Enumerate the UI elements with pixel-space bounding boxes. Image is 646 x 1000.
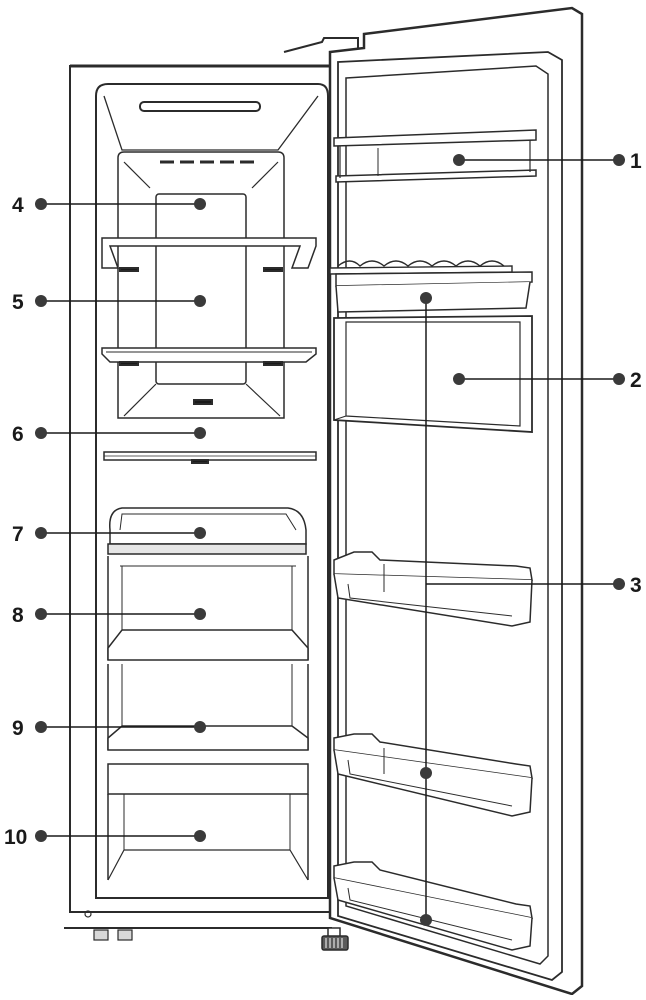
callout-7-label-dot (35, 527, 47, 539)
callout-3-target-dot-bottom (420, 914, 432, 926)
callout-9-label: 9 (12, 717, 24, 740)
freezer-drawer-10 (107, 763, 309, 881)
cabinet-liner (95, 83, 329, 899)
callout-3-target-dot-mid (420, 767, 432, 779)
door-bin-a (333, 551, 533, 627)
callout-leaders: 1 2 3 4 (4, 150, 642, 926)
callout-3: 3 (420, 292, 642, 926)
top-light (139, 101, 261, 112)
callout-7-target-dot (194, 527, 206, 539)
callout-4-target-dot (194, 198, 206, 210)
callout-5-target-dot (194, 295, 206, 307)
freezer-shelf-2 (101, 347, 317, 366)
callout-2: 2 (453, 369, 642, 392)
callout-6: 6 (12, 423, 206, 446)
callout-10-target-dot (194, 830, 206, 842)
callout-2-label: 2 (630, 369, 642, 392)
foot-right (117, 929, 133, 941)
callout-5: 5 (12, 291, 206, 314)
callout-9-target-dot (194, 721, 206, 733)
callout-4-label: 4 (12, 194, 24, 217)
callout-3-label: 3 (630, 574, 642, 597)
callout-9: 9 (12, 717, 206, 740)
callout-6-label-dot (35, 427, 47, 439)
cabinet (64, 64, 333, 941)
door-hinge (283, 37, 359, 53)
callout-7: 7 (12, 523, 206, 546)
freezer-shelf-1 (101, 237, 317, 272)
callout-1-label-dot (613, 154, 625, 166)
callout-6-target-dot (194, 427, 206, 439)
freezer-drawer-8 (107, 556, 309, 661)
callout-8-label-dot (35, 608, 47, 620)
door-gasket (337, 51, 563, 981)
callout-4: 4 (12, 194, 206, 217)
air-duct (155, 193, 247, 385)
callout-8: 8 (12, 604, 206, 627)
duct-slot (193, 399, 213, 405)
callout-10: 10 (4, 826, 206, 849)
callout-1: 1 (453, 150, 642, 173)
freezer-drawer-9 (107, 664, 309, 751)
base-screw (84, 910, 92, 918)
door-bin-b (333, 733, 533, 817)
callout-7-label: 7 (12, 523, 24, 546)
callout-8-target-dot (194, 608, 206, 620)
callout-5-label: 5 (12, 291, 24, 314)
callout-8-label: 8 (12, 604, 24, 627)
callout-1-target-dot (453, 154, 465, 166)
freezer-shelf-3 (103, 451, 317, 464)
callout-3-label-dot (613, 578, 625, 590)
freezer-tray (107, 507, 307, 555)
callout-2-label-dot (613, 373, 625, 385)
callout-5-label-dot (35, 295, 47, 307)
callout-6-label: 6 (12, 423, 24, 446)
door-shelf-1 (333, 129, 537, 183)
callout-10-label: 10 (4, 826, 27, 849)
foot-left (93, 929, 109, 941)
callout-9-label-dot (35, 721, 47, 733)
back-wall-panel (117, 151, 285, 419)
door-compartment (333, 315, 533, 433)
callout-2-target-dot (453, 373, 465, 385)
door-egg-tray (329, 260, 533, 313)
callout-1-label: 1 (630, 150, 642, 173)
callout-4-label-dot (35, 198, 47, 210)
door (283, 6, 584, 996)
door-bin-c (333, 861, 533, 951)
callout-3-target-dot-top (420, 292, 432, 304)
callout-10-label-dot (35, 830, 47, 842)
ceiling-perspective (103, 95, 319, 151)
